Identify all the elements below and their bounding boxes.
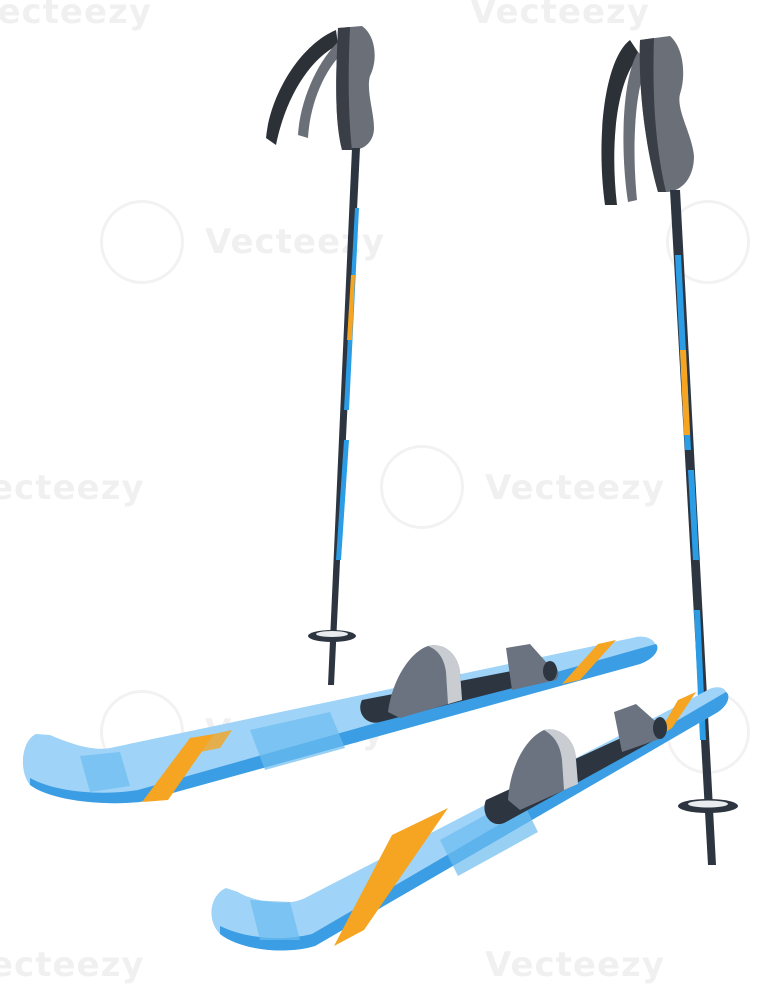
ski-stripe [142, 734, 214, 802]
pole-strap-inner [623, 52, 648, 202]
pole-strap [266, 30, 338, 145]
ski-stripe [200, 730, 232, 752]
pole-basket-inner [688, 800, 728, 808]
pole-grip-shadow [336, 27, 352, 150]
ski-binding-heel [506, 644, 559, 690]
pole-basket-inner [316, 631, 348, 637]
pole-strap-inner [298, 40, 346, 138]
ski-stripe [562, 640, 616, 684]
back-ski [22, 636, 658, 804]
ski-pattern [80, 752, 130, 792]
ski-stripe [334, 808, 448, 946]
pole-grip-shadow [639, 38, 666, 192]
left-ski-pole [266, 26, 375, 685]
pole-shaft-orange [347, 275, 355, 340]
ski-binding-toe-highlight [428, 645, 462, 704]
pole-shaft-blue [688, 470, 699, 560]
pole-shaft-blue [336, 440, 349, 560]
ski-binding-heel [614, 704, 666, 752]
ski-binding-heel-lever [653, 717, 667, 739]
ski-pattern [250, 900, 300, 940]
ski-pattern [250, 712, 345, 770]
ski-binding-toe-highlight [544, 729, 578, 790]
ski-binding-heel-lever [543, 661, 557, 681]
pole-strap [601, 40, 640, 205]
pole-shaft-orange [680, 350, 690, 435]
ski-binding-toe [388, 645, 462, 718]
front-ski [211, 687, 729, 951]
